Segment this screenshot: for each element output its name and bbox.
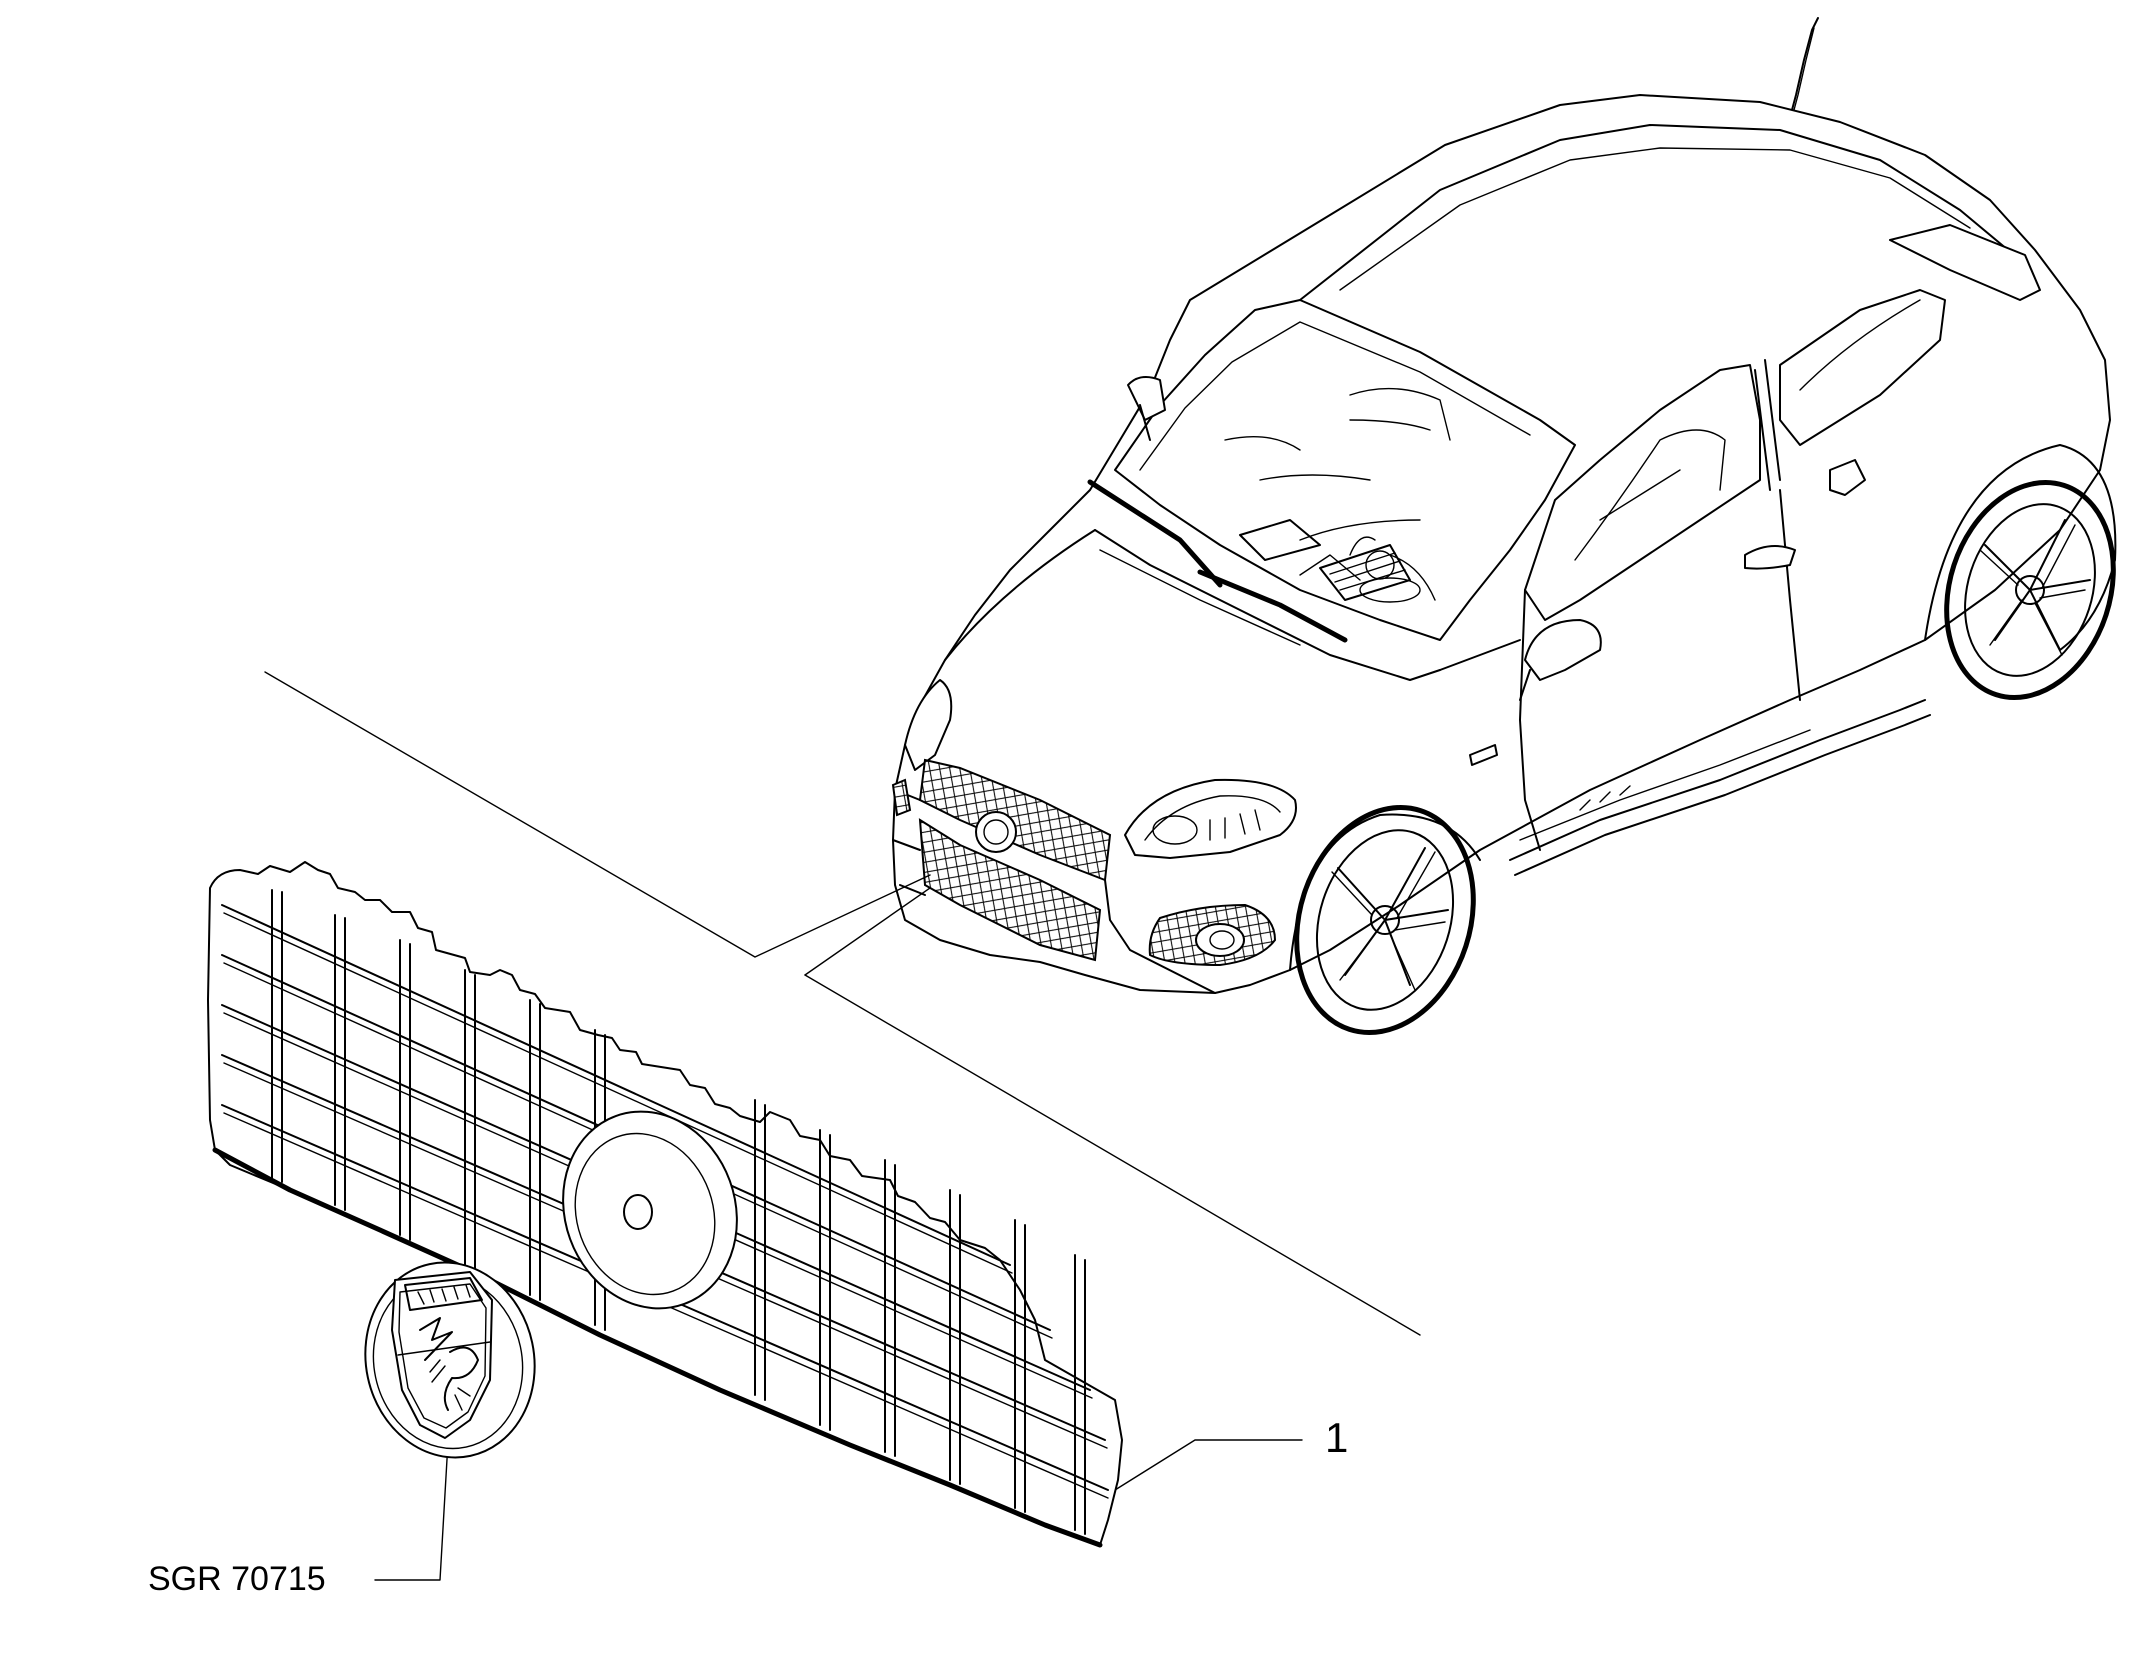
windshield [1114,299,1576,641]
car-lower-grille [918,818,1102,962]
callout-part-1: 1 [1325,1414,1348,1461]
abarth-badge [364,1261,536,1459]
side-window-front [1524,364,1761,621]
front-grille [207,861,1123,1548]
callout-badge-code: SGR 70715 [148,1560,326,1598]
front-wheel [1294,805,1476,1035]
headlight [1124,778,1297,859]
leader-lines [264,671,1421,1581]
rear-wheel [1944,480,2116,700]
car-illustration [891,17,2117,1035]
grille-badge-mount [562,1110,738,1310]
side-window-rear [1779,289,1946,446]
